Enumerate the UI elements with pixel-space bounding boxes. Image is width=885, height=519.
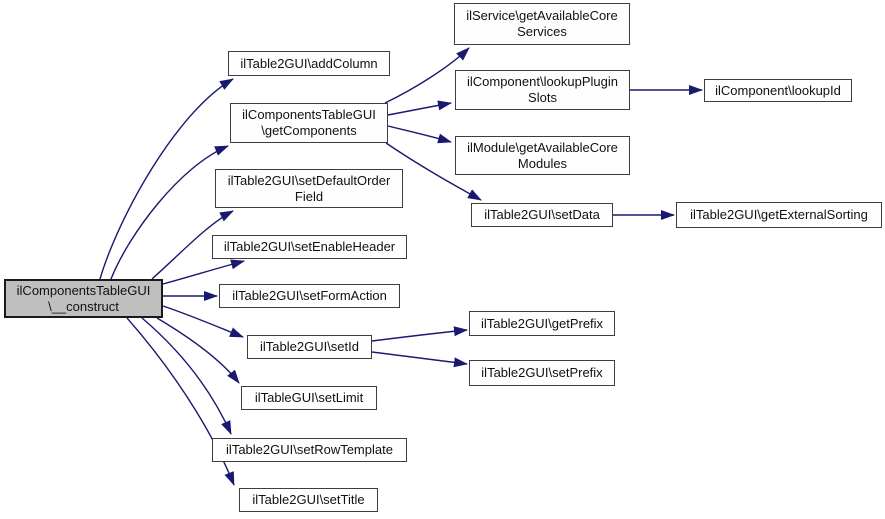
node-ilservice-getavailablecoreservices[interactable]: ilService\getAvailableCore Services [454, 3, 630, 45]
edge-construct-setenableheader [162, 259, 245, 285]
node-iltable2gui-settitle[interactable]: ilTable2GUI\setTitle [239, 488, 378, 512]
node-label-line: Field [294, 188, 324, 204]
edge-getcomponents-setdata [385, 142, 482, 201]
node-iltable2gui-addcolumn[interactable]: ilTable2GUI\addColumn [228, 51, 390, 76]
node-label-line: ilTable2GUI\setData [484, 207, 600, 222]
node-iltable2gui-setprefix[interactable]: ilTable2GUI\setPrefix [469, 360, 615, 386]
node-iltable2gui-getprefix[interactable]: ilTable2GUI\getPrefix [469, 311, 615, 336]
node-label-line: ilTable2GUI\setRowTemplate [226, 442, 393, 457]
edge-setid-setprefix [371, 351, 468, 368]
node-ilcomponent-lookupid[interactable]: ilComponent\lookupId [704, 79, 852, 102]
node-label-line: ilComponent\lookupPlugin [466, 74, 619, 89]
node-label-line: ilTable2GUI\addColumn [240, 55, 378, 71]
node-iltable2gui-setdata[interactable]: ilTable2GUI\setData [471, 203, 613, 227]
node-ilcomponentstablegui-getcomponents[interactable]: ilComponentsTableGUI \getComponents [230, 103, 388, 143]
node-label-line: ilComponent\lookupId [715, 82, 841, 98]
node-label-line: Modules [517, 155, 568, 171]
edge-construct-addcolumn [99, 78, 234, 280]
node-label-line: ilComponentsTableGUI [242, 107, 376, 122]
node-iltable2gui-setenableheader[interactable]: ilTable2GUI\setEnableHeader [212, 235, 407, 259]
node-label-line: Services [517, 24, 567, 39]
node-label-line: ilTable2GUI\setDefaultOrder [227, 172, 391, 188]
node-label-line: ilTable2GUI\setId [260, 339, 359, 354]
node-iltablegui-setlimit[interactable]: ilTableGUI\setLimit [241, 386, 377, 410]
node-label-line: ilTable2GUI\getExternalSorting [690, 207, 868, 222]
node-ilcomponentstablegui-construct[interactable]: ilComponentsTableGUI \__construct [4, 279, 163, 318]
node-label-line: ilTable2GUI\setFormAction [232, 288, 387, 303]
node-label-line: \__construct [48, 298, 119, 314]
node-iltable2gui-setid[interactable]: ilTable2GUI\setId [247, 335, 372, 359]
node-label-line: ilTable2GUI\setPrefix [481, 365, 603, 380]
node-iltable2gui-setrowtemplate[interactable]: ilTable2GUI\setRowTemplate [212, 438, 407, 462]
edge-construct-setlimit [156, 317, 240, 384]
node-label-line: ilTable2GUI\setEnableHeader [223, 239, 396, 254]
edge-construct-settitle [126, 317, 235, 486]
node-iltable2gui-getexternalsorting[interactable]: ilTable2GUI\getExternalSorting [676, 202, 882, 228]
node-ilmodule-getavailablecoremodules[interactable]: ilModule\getAvailableCore Modules [455, 136, 630, 175]
edge-setid-getprefix [371, 326, 468, 342]
node-label-line: ilModule\getAvailableCore [467, 139, 618, 155]
node-label-line: ilTable2GUI\getPrefix [480, 315, 604, 331]
node-label-line: Slots [528, 90, 557, 105]
edge-getcomponents-getavailablecoreservices [384, 47, 470, 104]
node-iltable2gui-setformaction[interactable]: ilTable2GUI\setFormAction [219, 284, 400, 308]
edge-construct-getcomponents [110, 145, 229, 280]
node-ilcomponent-lookuppluginslots[interactable]: ilComponent\lookupPlugin Slots [455, 70, 630, 110]
edge-getcomponents-lookuppluginslots [387, 100, 452, 116]
edge-construct-setid [162, 305, 244, 338]
node-label-line: ilTableGUI\setLimit [254, 390, 364, 405]
node-label-line: ilTable2GUI\setTitle [252, 492, 365, 507]
node-label-line: ilComponentsTableGUI [16, 282, 151, 298]
node-label-line: \getComponents [261, 123, 357, 138]
edge-construct-setrowtemplate [141, 317, 232, 435]
node-label-line: ilService\getAvailableCore [466, 8, 618, 23]
node-iltable2gui-setdefaultorderfield[interactable]: ilTable2GUI\setDefaultOrder Field [215, 169, 403, 208]
edge-getcomponents-getavailablecoremodules [387, 125, 452, 144]
edge-construct-setdefaultorderfield [151, 210, 234, 280]
